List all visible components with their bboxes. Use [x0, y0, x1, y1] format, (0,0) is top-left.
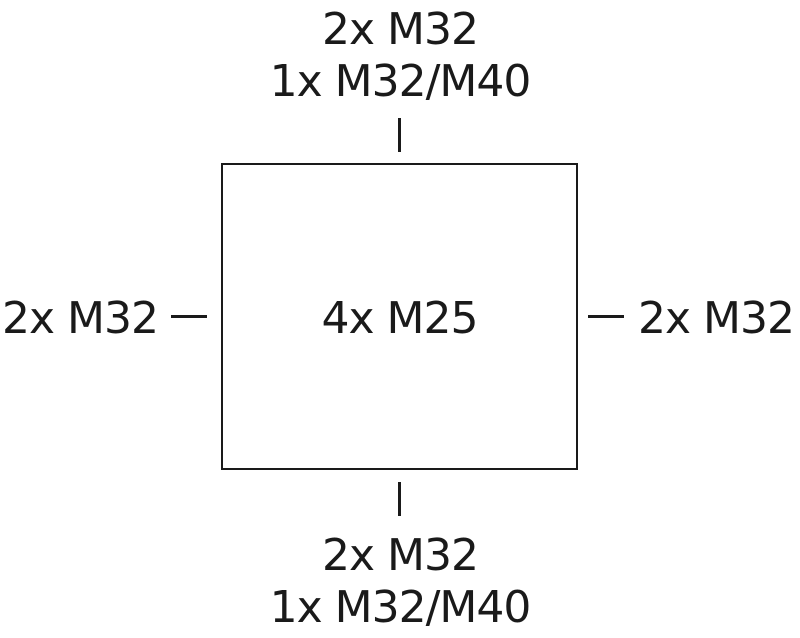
top-side-label: 2x M32 1x M32/M40: [200, 4, 600, 108]
top-side-line-2: 1x M32/M40: [269, 56, 532, 107]
bottom-side-line-1: 2x M32: [322, 530, 479, 581]
left-side-marker: [171, 315, 207, 318]
center-label: 4x M25: [321, 293, 479, 344]
bottom-side-label: 2x M32 1x M32/M40: [200, 530, 600, 634]
enclosure-box: [221, 163, 578, 470]
left-side-label: 2x M32: [2, 293, 159, 344]
right-side-marker: [588, 315, 624, 318]
bottom-side-line-2: 1x M32/M40: [269, 582, 532, 633]
bottom-side-marker: [398, 482, 401, 516]
top-side-marker: [398, 118, 401, 152]
top-side-line-1: 2x M32: [322, 4, 479, 55]
right-side-label: 2x M32: [638, 293, 795, 344]
